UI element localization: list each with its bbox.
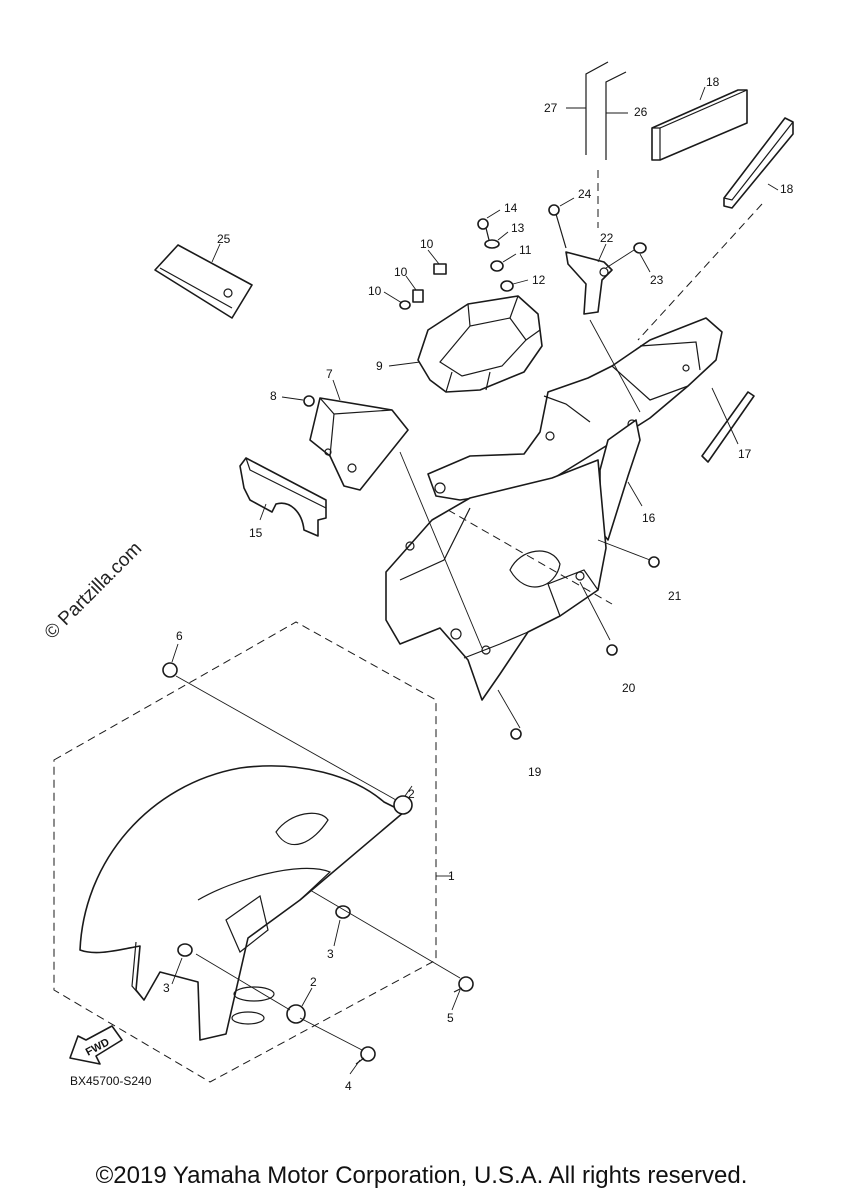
callout-7: 7 [326, 367, 333, 381]
part-2-grommet-lower[interactable] [286, 1004, 306, 1024]
callout-15: 15 [249, 526, 263, 540]
part-10-clip-c[interactable] [399, 300, 411, 310]
callout-27: 27 [544, 101, 558, 115]
callout-17: 17 [738, 447, 752, 461]
callout-24: 24 [578, 187, 592, 201]
part-10-clip-b[interactable] [412, 289, 424, 303]
callout-6: 6 [176, 629, 183, 643]
callout-3-left: 3 [163, 981, 170, 995]
part-18-pad-lower[interactable] [723, 117, 794, 209]
callout-5: 5 [447, 1011, 454, 1025]
part-23-nut[interactable] [633, 242, 647, 254]
callout-2-lower: 2 [310, 975, 317, 989]
part-17-strip[interactable] [701, 391, 755, 463]
callout-19: 19 [528, 765, 542, 779]
callout-8: 8 [270, 389, 277, 403]
fwd-arrow-icon: FWD [69, 1025, 123, 1065]
part-24-bolt[interactable] [548, 204, 567, 249]
part-13-washer[interactable] [484, 239, 500, 249]
callout-14: 14 [504, 201, 518, 215]
callout-2-upper: 2 [408, 787, 415, 801]
copyright-notice: ©2019 Yamaha Motor Corporation, U.S.A. A… [95, 1162, 748, 1189]
part-3-collar-right[interactable] [335, 905, 351, 919]
part-9-battery-box[interactable] [417, 295, 543, 393]
callout-18-upper: 18 [706, 75, 720, 89]
part-2-grommet-upper[interactable] [393, 795, 413, 815]
part-15-cover[interactable] [239, 457, 327, 537]
part-22-bracket[interactable] [565, 251, 613, 315]
part-3-collar-left[interactable] [177, 943, 193, 957]
part-26-hex-wrench[interactable] [605, 71, 627, 160]
callout-18-lower: 18 [780, 182, 794, 196]
callout-10-c: 10 [368, 284, 382, 298]
part-8-screw[interactable] [303, 395, 315, 407]
watermark-text: © Partzilla.com [41, 538, 146, 643]
callout-22: 22 [600, 231, 614, 245]
part-25-pouch[interactable] [154, 244, 253, 319]
part-19-screw[interactable] [510, 728, 522, 740]
part-20-fastener[interactable] [606, 644, 618, 656]
callout-12: 12 [532, 273, 546, 287]
callout-16: 16 [642, 511, 656, 525]
part-1-front-fender[interactable] [79, 765, 405, 1041]
callout-9: 9 [376, 359, 383, 373]
callout-3-right: 3 [327, 947, 334, 961]
part-5-bolt[interactable] [453, 976, 474, 993]
callout-20: 20 [622, 681, 636, 695]
rear-splash-guard[interactable] [385, 459, 607, 701]
part-11-grommet[interactable] [490, 260, 504, 272]
callout-10-b: 10 [394, 265, 408, 279]
callout-13: 13 [511, 221, 525, 235]
part-10-clip-a[interactable] [433, 263, 447, 275]
callout-11: 11 [519, 243, 532, 257]
callout-23: 23 [650, 273, 664, 287]
part-18-pad-upper[interactable] [651, 89, 748, 161]
part-6-nut[interactable] [162, 662, 178, 678]
part-7-tray[interactable] [309, 397, 409, 491]
callout-4: 4 [345, 1079, 352, 1093]
callout-10-a: 10 [420, 237, 434, 251]
callout-21: 21 [668, 589, 682, 603]
part-12-nut[interactable] [500, 280, 514, 292]
front-fender-group-box [53, 621, 437, 1083]
part-4-bolt[interactable] [355, 1046, 376, 1065]
part-27-hex-wrench[interactable] [585, 61, 609, 155]
callout-25: 25 [217, 232, 231, 246]
diagram-code: BX45700-S240 [70, 1074, 152, 1088]
callout-26: 26 [634, 105, 648, 119]
callout-1: 1 [448, 869, 455, 883]
part-21-fastener[interactable] [648, 556, 660, 568]
